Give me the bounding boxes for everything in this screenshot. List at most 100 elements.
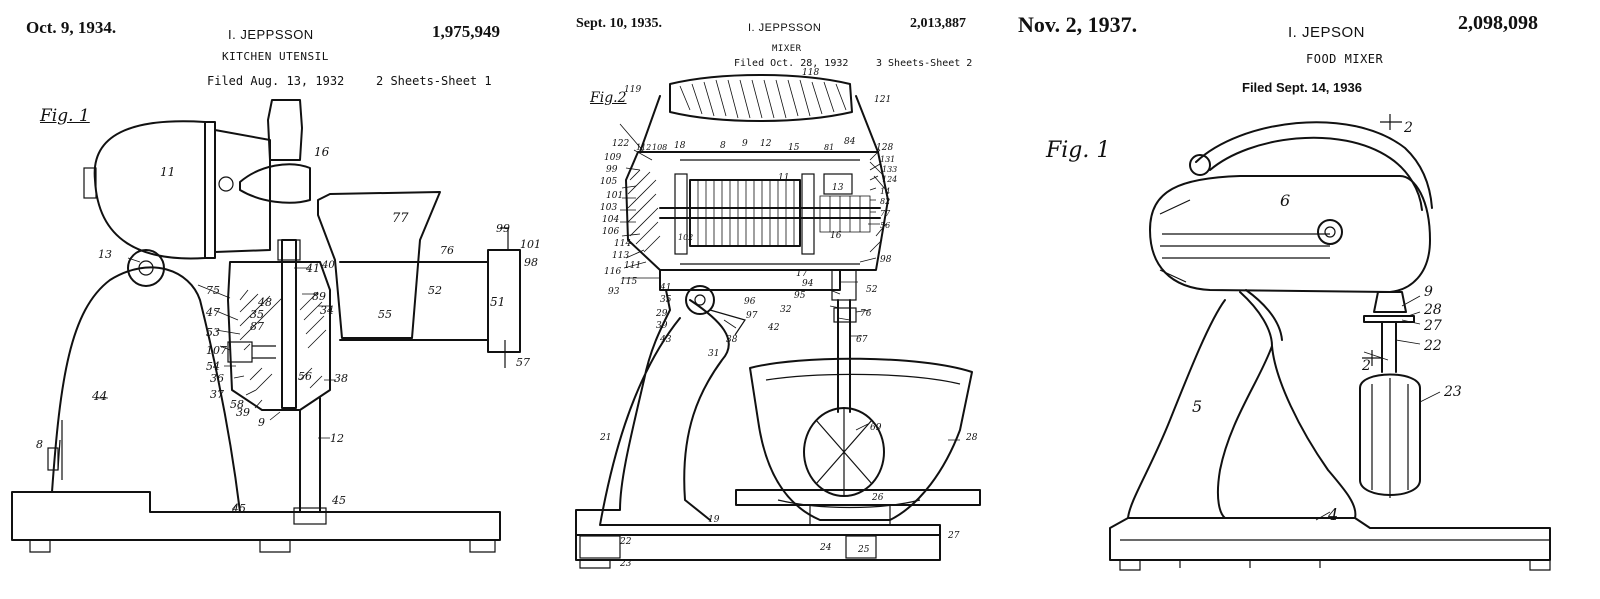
reference-numeral: 18: [674, 141, 686, 151]
reference-numeral: 54: [206, 360, 220, 373]
reference-numeral: 112: [636, 143, 651, 152]
reference-numeral: 8: [720, 141, 726, 151]
reference-numeral: 27: [947, 531, 960, 541]
patent-filed-date: Filed Oct. 28, 1932: [734, 58, 849, 69]
reference-numeral: 84: [844, 137, 856, 147]
reference-numeral: 104: [602, 215, 619, 225]
reference-numeral: 93: [608, 287, 620, 297]
reference-numeral: 39: [656, 321, 668, 331]
reference-numeral: 9: [258, 416, 265, 429]
reference-numeral: 94: [802, 279, 814, 289]
reference-numeral: 119: [624, 85, 641, 95]
reference-numeral: 44: [91, 389, 107, 403]
reference-numeral: 118: [802, 68, 819, 78]
patent-date: Oct. 9, 1934.: [26, 18, 117, 37]
reference-numeral: 19: [708, 515, 720, 525]
reference-numeral: 58: [230, 398, 244, 411]
reference-numeral: 116: [604, 267, 621, 277]
reference-numeral: 111: [624, 261, 641, 271]
reference-numeral: 35: [250, 308, 264, 321]
reference-numeral: 89: [312, 290, 326, 303]
reference-numeral: 28: [965, 433, 978, 443]
patent-number: 1,975,949: [432, 22, 500, 41]
patent-sheets: 2 Sheets-Sheet 1: [376, 74, 492, 88]
reference-numeral: 108: [652, 143, 667, 152]
reference-numeral: 15: [788, 143, 800, 153]
reference-numeral: 2: [1403, 120, 1413, 136]
reference-numeral: 41: [659, 283, 671, 293]
reference-numeral: 26: [871, 493, 884, 503]
patent-title: MIXER: [772, 44, 802, 54]
reference-numeral: 121: [874, 95, 891, 105]
reference-numeral: 133: [882, 165, 897, 174]
reference-numeral: 22: [619, 537, 632, 547]
reference-numeral: 8: [36, 438, 43, 451]
reference-numeral: 52: [866, 285, 878, 295]
reference-numeral: 124: [882, 175, 897, 184]
patent-sheets: 3 Sheets-Sheet 2: [876, 58, 973, 69]
reference-numeral: 40: [321, 260, 335, 271]
reference-numeral: 107: [206, 344, 227, 357]
reference-numeral: 69: [870, 423, 882, 433]
figure-label: Fig.2: [590, 90, 627, 106]
reference-numeral: 29: [655, 309, 668, 319]
reference-numeral: 51: [490, 295, 505, 309]
patent-filed-date: Filed Sept. 14, 1936: [1242, 80, 1362, 95]
reference-numeral: 76: [440, 244, 454, 257]
reference-numeral: 102: [678, 233, 693, 242]
reference-numeral: 103: [600, 203, 617, 213]
figure-label: Fig. 1: [40, 106, 90, 126]
reference-numeral: 38: [726, 335, 738, 345]
reference-numeral: 45: [231, 502, 246, 515]
reference-numeral: 98: [880, 255, 892, 265]
reference-numeral: 52: [428, 284, 442, 297]
reference-numeral: 28: [1423, 302, 1442, 318]
reference-numeral: 101: [606, 191, 623, 201]
reference-numeral: 5: [1192, 397, 1202, 416]
reference-numeral: 31: [708, 349, 719, 359]
reference-numeral: 115: [620, 277, 637, 287]
reference-numeral: 39: [236, 406, 250, 419]
reference-numeral: 53: [206, 326, 220, 339]
reference-numeral: 106: [602, 227, 619, 237]
reference-numeral: 45: [331, 494, 346, 507]
reference-numeral: 77: [880, 209, 891, 218]
reference-numeral: 131: [880, 155, 895, 164]
patent-number: 2,098,098: [1458, 12, 1538, 34]
reference-numeral: 43: [659, 335, 672, 345]
reference-numeral: 81: [824, 143, 834, 152]
reference-numeral: 48: [257, 296, 272, 309]
patent-inventor: I. JEPPSSON: [228, 27, 314, 42]
reference-numeral: 25: [857, 545, 870, 555]
reference-numeral: 99: [496, 222, 510, 235]
reference-numeral: 95: [794, 291, 806, 301]
reference-numeral: 55: [378, 308, 392, 321]
reference-numeral: 98: [524, 256, 538, 269]
patent-panel-3: Nov. 2, 1937. I. JEPSON 2,098,098 FOOD M…: [1010, 0, 1600, 599]
reference-numeral: 76: [860, 309, 872, 319]
reference-numeral: 42: [767, 323, 780, 333]
patent-title: KITCHEN UTENSIL: [222, 50, 329, 63]
patent-date: Sept. 10, 1935.: [576, 16, 662, 31]
reference-numeral: 82: [880, 197, 890, 206]
reference-numeral: 6: [1280, 191, 1290, 210]
kitchen-utensil-drawing: 11 16 77 13 76 99 101 98 75 41 40 89 51 …: [11, 99, 541, 553]
reference-numeral: 13: [98, 248, 112, 261]
reference-numeral: 38: [334, 372, 348, 385]
reference-numeral: 57: [516, 356, 530, 369]
reference-numeral: 122: [612, 139, 629, 149]
mixer-drawing: 118 119 121 122 112 108 18 8 9 12 15 81 …: [575, 68, 981, 569]
reference-numeral: 99: [606, 165, 618, 175]
reference-numeral: 109: [604, 153, 621, 163]
reference-numeral: 56: [298, 370, 312, 383]
patent-inventor: I. JEPSON: [1288, 24, 1366, 41]
reference-numeral: 22: [1423, 338, 1442, 354]
patent-date: Nov. 2, 1937.: [1018, 12, 1138, 37]
reference-numeral: 96: [744, 297, 756, 307]
reference-numeral: 36: [210, 372, 224, 385]
patent-inventor: I. JEPPSSON: [748, 22, 822, 34]
reference-numeral: 12: [330, 432, 344, 445]
reference-numeral: 105: [600, 177, 617, 187]
food-mixer-drawing: 2 6 9 28 27 22 2 23 5 4: [1109, 114, 1551, 571]
reference-numeral: 77: [392, 211, 409, 226]
